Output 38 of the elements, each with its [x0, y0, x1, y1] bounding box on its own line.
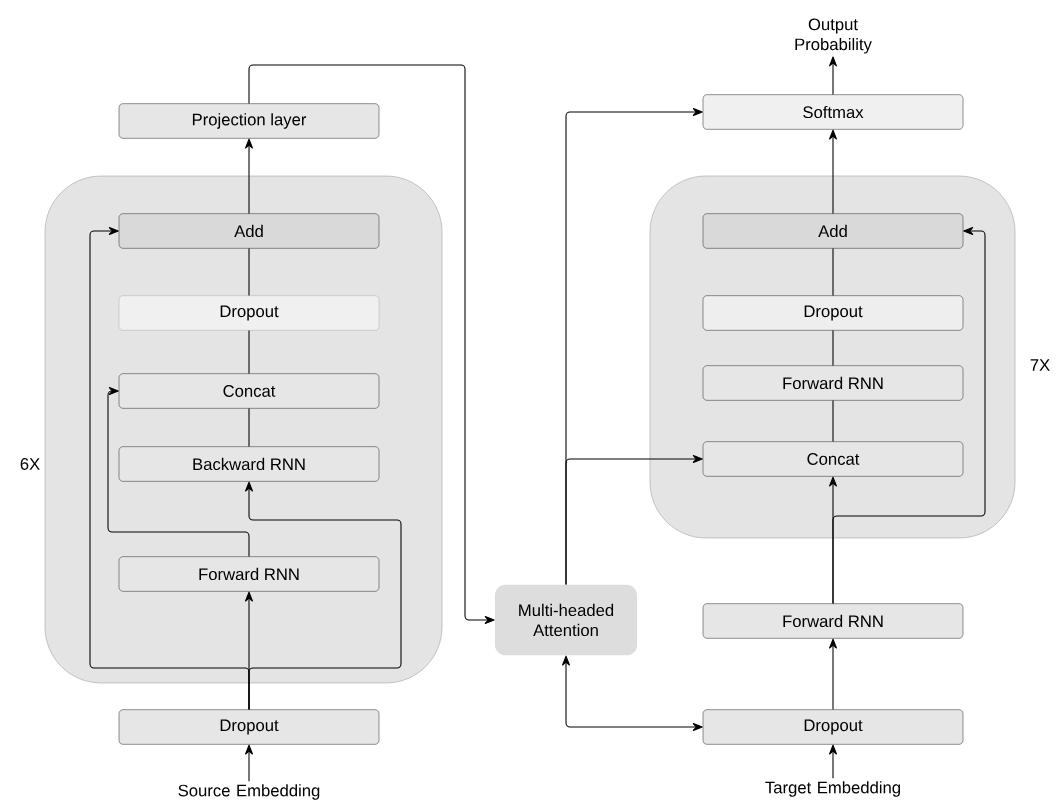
- arrow: [829, 129, 837, 214]
- text-label: Target Embedding: [765, 781, 900, 797]
- layer-box: Forward RNN: [702, 365, 964, 401]
- layer-box: Dropout: [702, 295, 964, 331]
- arrow: [829, 744, 837, 779]
- arrow: [832, 227, 986, 604]
- repeat-count-label: 6X: [20, 458, 40, 470]
- repeat-count-label: 7X: [1030, 359, 1050, 371]
- arrow: [562, 655, 703, 731]
- layer-box: Projection layer: [118, 103, 380, 139]
- arrow: [245, 744, 253, 782]
- layer-box: Dropout: [118, 709, 380, 745]
- text-label: Source Embedding: [178, 784, 320, 800]
- connector-line: [248, 408, 250, 447]
- layer-box: Dropout: [702, 709, 964, 745]
- connector-line: [248, 248, 250, 296]
- connector-line: [832, 330, 834, 366]
- arrow: [248, 64, 495, 624]
- layer-box: Concat: [702, 441, 964, 477]
- arrow: [565, 108, 703, 585]
- layer-box: Add: [702, 213, 964, 249]
- layer-box: Softmax: [702, 94, 964, 130]
- arrow: [829, 638, 837, 710]
- arrow: [107, 387, 250, 557]
- connector-line: [248, 330, 250, 374]
- layer-box: Forward RNN: [118, 556, 380, 592]
- layer-box: Forward RNN: [702, 603, 964, 639]
- layer-box: Concat: [118, 373, 380, 409]
- connector-line: [832, 248, 834, 296]
- connector-line: [832, 400, 834, 442]
- arrow: [245, 481, 402, 710]
- text-label: Output Probability: [795, 18, 872, 54]
- layer-box: Dropout: [118, 295, 380, 331]
- layer-box: Backward RNN: [118, 446, 380, 482]
- layer-box: Add: [118, 213, 380, 249]
- arrow: [245, 138, 253, 214]
- arrow: [829, 56, 837, 95]
- attention-box: Multi-headed Attention: [494, 584, 638, 656]
